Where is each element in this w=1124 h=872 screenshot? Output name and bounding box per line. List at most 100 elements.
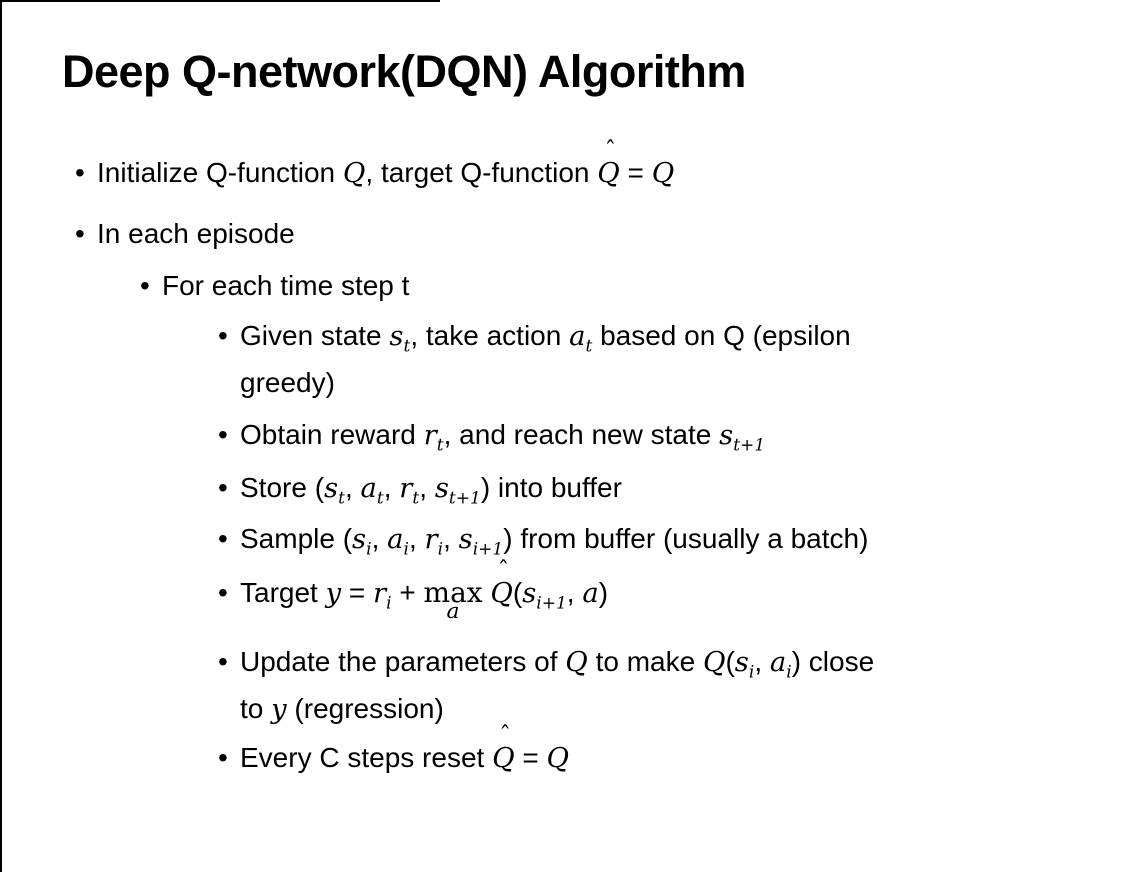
text-segment: , xyxy=(408,523,425,554)
math-var: ri xyxy=(373,578,392,614)
bullet-given-state: • Given state st, take action at based on… xyxy=(62,313,1084,406)
text-segment: = xyxy=(619,157,652,188)
text-segment: Target xyxy=(240,577,326,608)
bullet-marker: • xyxy=(218,577,228,608)
bullet-initialize: •Initialize Q-function Q, target Q-funct… xyxy=(62,136,1084,197)
slide-content: Deep Q-network(DQN) Algorithm • Initializ… xyxy=(0,44,1124,782)
bullet-marker: • xyxy=(75,157,85,188)
bullet-text: Store (st, at, rt, st+1) into buffer xyxy=(240,465,1084,512)
bullet-each-episode: • In each episode xyxy=(62,211,1084,257)
text-segment: Update the parameters of xyxy=(240,646,566,677)
bullet-text: Initialize Q-function Q, target Q-functi… xyxy=(97,136,1084,197)
text-segment: Initialize Q-function xyxy=(97,157,343,188)
bullet-text: For each time step t xyxy=(162,263,1084,309)
text-segment: ) close xyxy=(791,646,875,677)
bullet-marker: • xyxy=(218,419,228,450)
hat-accent: ˆ xyxy=(499,721,511,749)
bullet-text: Obtain reward rt, and reach new state st… xyxy=(240,412,1084,459)
text-segment: , xyxy=(383,472,400,503)
text-segment: + xyxy=(391,577,424,608)
slide-left-border xyxy=(0,0,2,872)
math-var: si xyxy=(734,647,755,683)
math-var: Q xyxy=(546,743,570,774)
text-segment: , xyxy=(344,472,361,503)
text-segment: ) from buffer (usually a batch) xyxy=(503,523,869,554)
bullet-marker: • xyxy=(75,218,85,249)
text-segment: , xyxy=(443,523,459,554)
text-segment: Store ( xyxy=(240,472,325,503)
text-segment: = xyxy=(514,742,547,773)
text-segment: Obtain reward xyxy=(240,419,424,450)
math-var: at xyxy=(360,473,384,509)
math-var: Q xyxy=(342,158,366,189)
bullet-text: Sample (si, ai, ri, si+1) from buffer (u… xyxy=(240,516,1084,563)
bullet-each-timestep: • For each time step t xyxy=(62,263,1084,309)
bullet-marker: • xyxy=(218,320,228,351)
math-var: si xyxy=(352,524,372,560)
bullet-marker: • xyxy=(140,270,150,301)
math-var: Q xyxy=(565,647,588,678)
text-segment: , xyxy=(754,646,770,677)
math-var: st+1 xyxy=(719,420,766,456)
max-under-var: a xyxy=(446,599,460,625)
bullet-marker: • xyxy=(218,472,228,503)
math-var: y xyxy=(271,694,287,725)
bullet-text: Given state st, take action at based on … xyxy=(240,313,1084,406)
math-var: ri xyxy=(424,524,444,560)
text-segment: Sample ( xyxy=(240,523,353,554)
bullet-update-parameters: •Update the parameters of Q to make Q(si… xyxy=(62,639,1084,733)
hat-accent: ˆ xyxy=(604,136,617,164)
bullet-marker: • xyxy=(218,742,228,773)
math-var: ai xyxy=(387,524,409,560)
math-var: y xyxy=(325,578,342,609)
bullet-text: Update the parameters of Q to make Q(si,… xyxy=(240,639,1084,733)
text-segment: In each episode xyxy=(97,218,295,249)
math-var: Q xyxy=(651,158,675,189)
math-var: at xyxy=(569,321,593,357)
text-segment: based on Q (epsilon xyxy=(592,320,851,351)
slide-title: Deep Q-network(DQN) Algorithm xyxy=(62,46,746,97)
text-segment: greedy) xyxy=(240,367,335,398)
text-segment: = xyxy=(341,577,374,608)
bullet-marker: • xyxy=(218,646,228,677)
slide-top-border xyxy=(0,0,440,2)
math-var: a xyxy=(582,578,599,609)
bullet-obtain-reward: • Obtain reward rt, and reach new state s… xyxy=(62,412,1084,459)
text-segment: ( xyxy=(512,577,523,608)
text-segment: ) xyxy=(598,577,609,608)
math-var: si+1 xyxy=(522,578,567,614)
max-label: max xyxy=(423,576,483,609)
text-segment: Given state xyxy=(240,320,390,351)
bullet-sample-buffer: • Sample (si, ai, ri, si+1) from buffer (… xyxy=(62,516,1084,563)
text-segment: , xyxy=(419,472,435,503)
math-var: rt xyxy=(399,473,420,509)
text-segment: ) into buffer xyxy=(480,472,622,503)
bullet-store-buffer: • Store (st, at, rt, st+1) into buffer xyxy=(62,465,1084,512)
bullet-marker: • xyxy=(218,523,228,554)
hat-accent: ˆ xyxy=(497,556,510,584)
math-var: st xyxy=(324,473,345,509)
text-segment xyxy=(483,577,491,608)
text-segment: , target Q-function xyxy=(365,157,598,188)
text-segment: (regression) xyxy=(286,693,444,724)
math-var: st xyxy=(389,321,411,357)
text-segment: , xyxy=(566,577,583,608)
text-segment: ( xyxy=(725,646,735,677)
text-segment: to make xyxy=(587,646,703,677)
math-var: ai xyxy=(769,647,792,683)
text-segment: to xyxy=(240,693,272,724)
text-segment: , and reach new state xyxy=(443,419,720,450)
math-var: rt xyxy=(423,420,444,456)
text-segment: , take action xyxy=(410,320,570,351)
text-segment: Every C steps reset xyxy=(240,742,493,773)
text-segment: For each time step t xyxy=(162,270,410,301)
text-segment: , xyxy=(371,523,388,554)
